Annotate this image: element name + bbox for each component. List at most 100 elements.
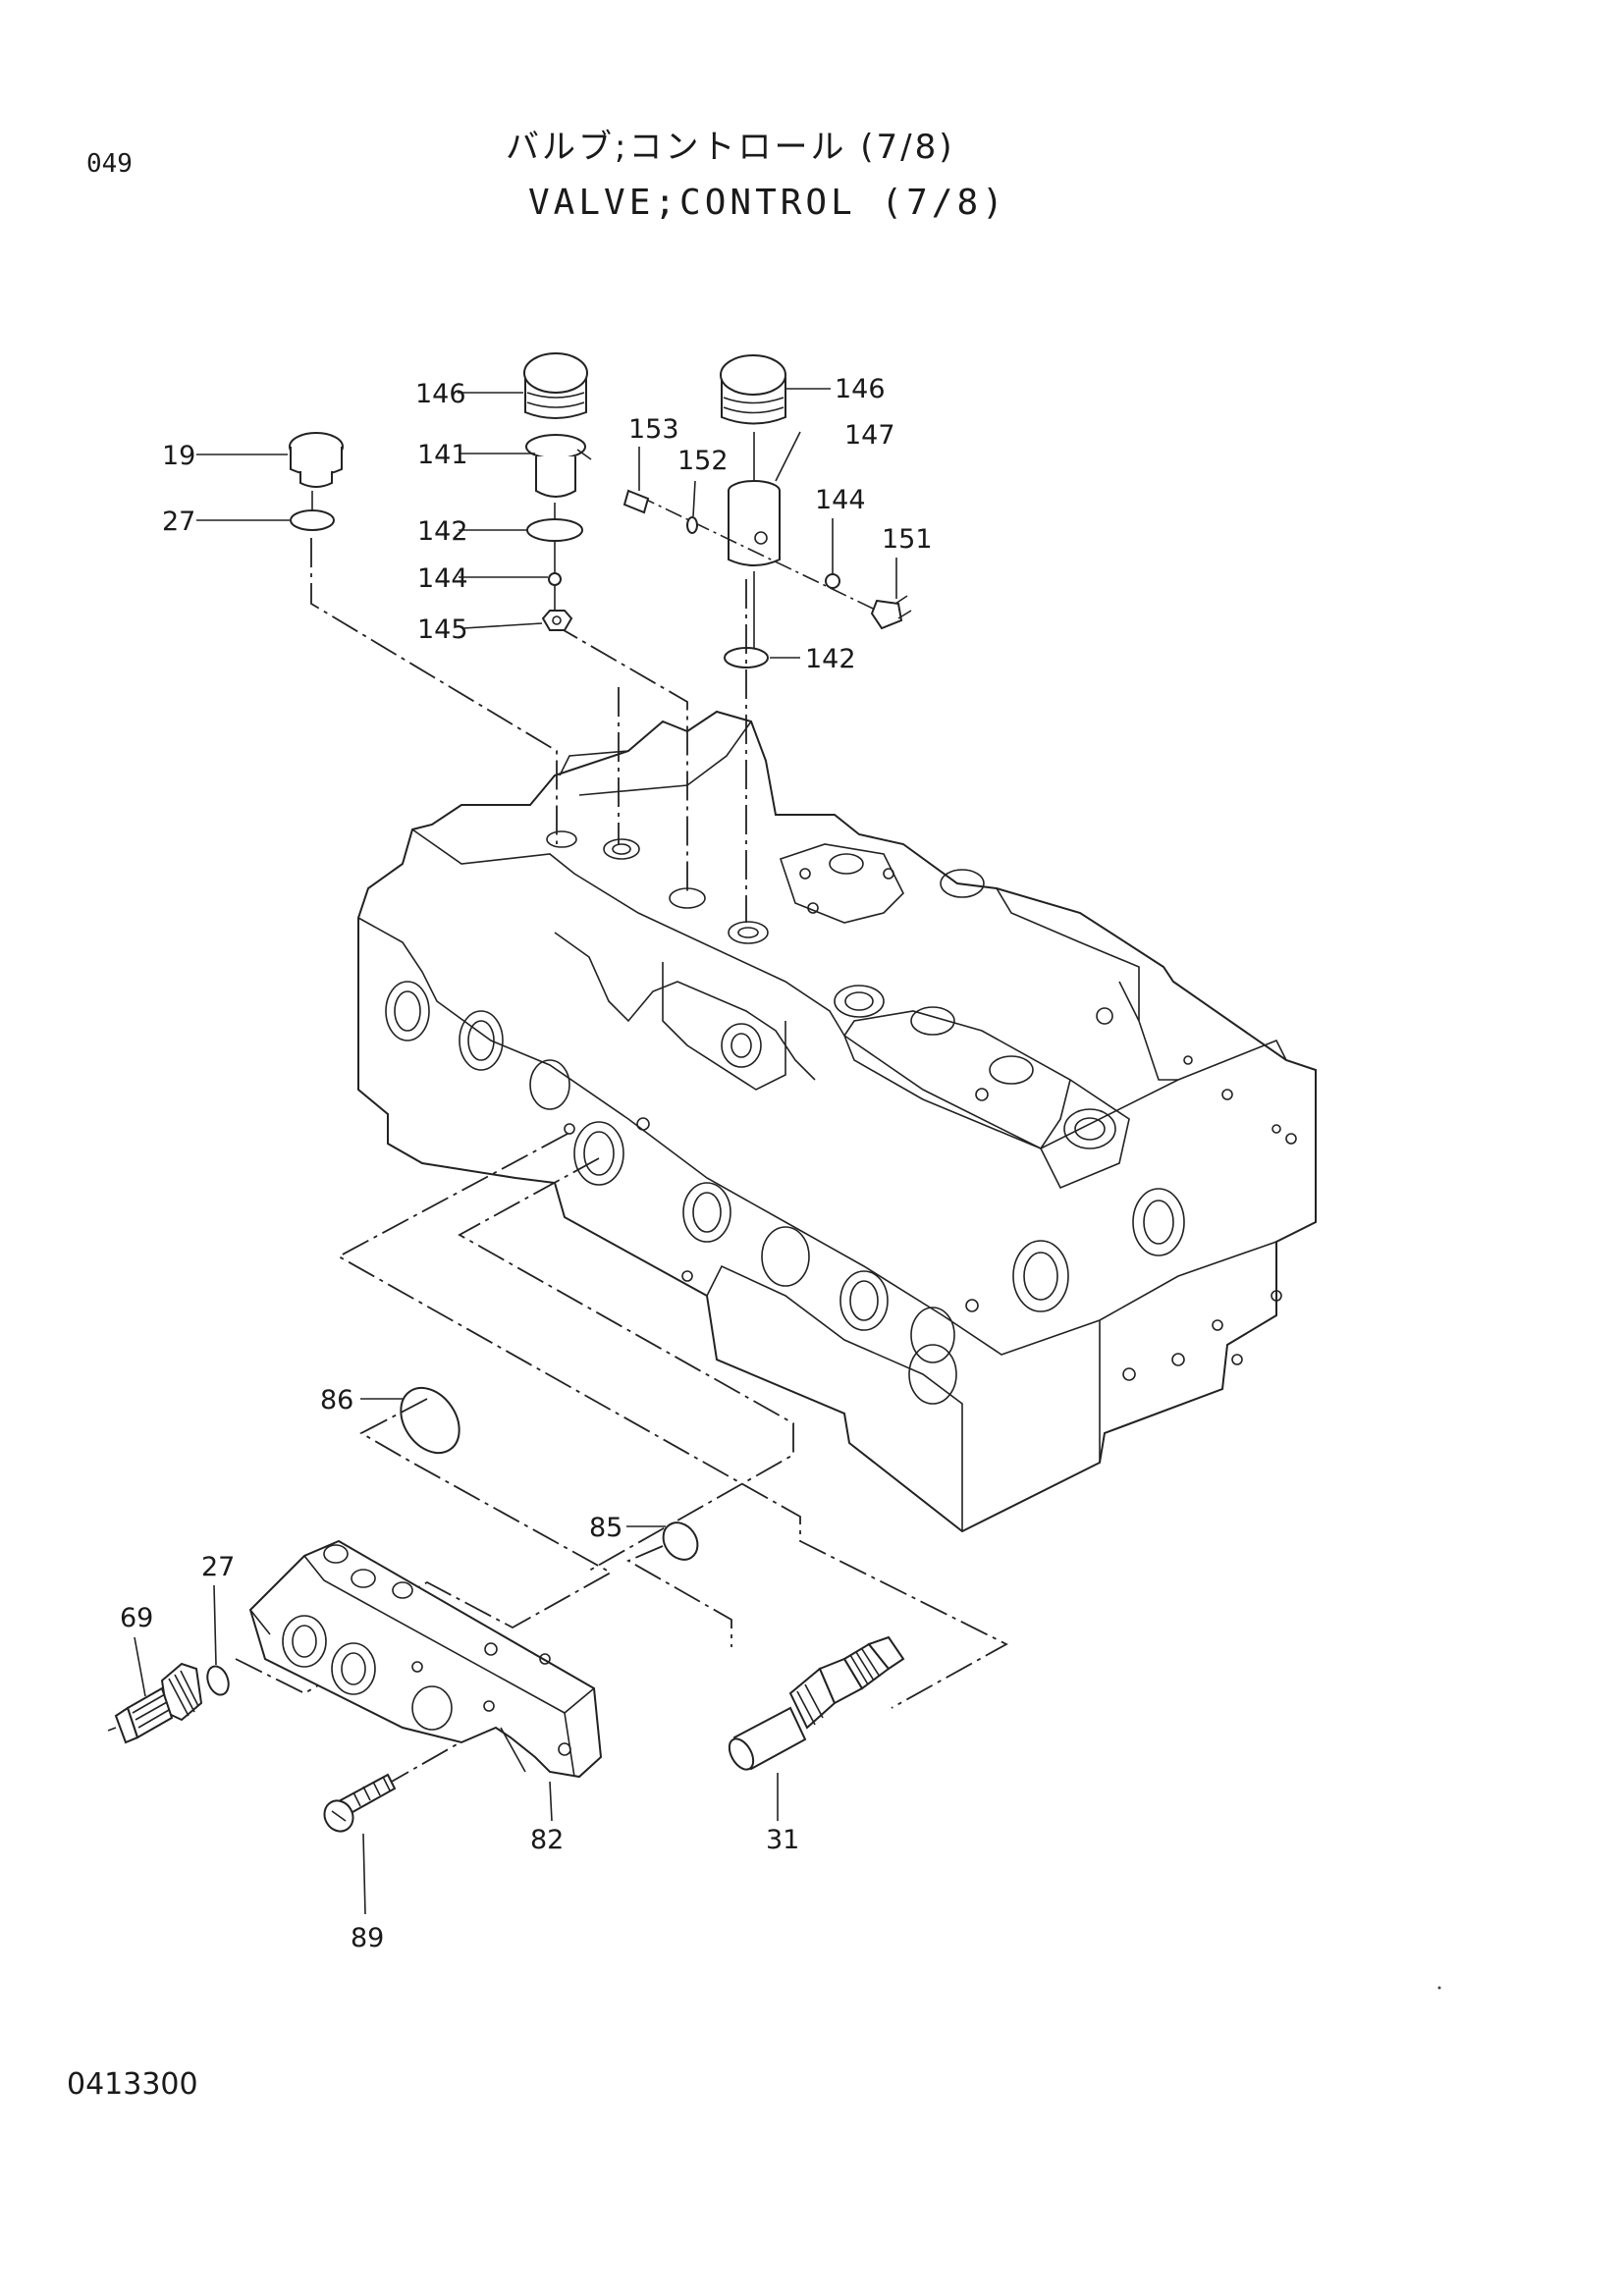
- callout-142-right: 142: [805, 644, 856, 674]
- side-port: [839, 1270, 889, 1331]
- callout-151: 151: [882, 524, 933, 555]
- top-port: [603, 838, 640, 860]
- callout-144-left: 144: [417, 563, 468, 594]
- part-153-screw: [622, 489, 650, 514]
- side-port: [721, 1023, 762, 1068]
- part-27-oring-lower: [206, 1665, 230, 1696]
- part-31-cartridge: [728, 1635, 905, 1771]
- callout-153: 153: [628, 414, 679, 445]
- part-146-plug-right: [720, 354, 786, 425]
- bolt-hole: [1231, 1354, 1243, 1365]
- part-147-body: [728, 431, 801, 566]
- bolt-hole: [1221, 1089, 1233, 1100]
- callout-85: 85: [589, 1513, 622, 1543]
- side-port: [682, 1182, 731, 1243]
- axis-line-diagonal: [637, 495, 894, 619]
- side-port: [459, 1010, 504, 1071]
- part-69-relief-valve: [107, 1662, 203, 1744]
- right-raised-block-side: [1040, 1079, 1130, 1190]
- callout-145: 145: [417, 614, 468, 645]
- dash-line-19: [310, 538, 558, 844]
- callout-31: 31: [766, 1825, 799, 1855]
- top-port: [737, 927, 759, 938]
- part-141-sleeve: [525, 434, 592, 498]
- top-port: [989, 1055, 1034, 1085]
- callout-146-right: 146: [835, 374, 886, 404]
- side-port: [394, 990, 421, 1032]
- bolt-hole: [975, 1088, 989, 1101]
- bolt-hole: [681, 1270, 693, 1282]
- callout-69: 69: [120, 1603, 153, 1633]
- side-port: [730, 1033, 752, 1058]
- part-89-bolt: [323, 1773, 397, 1833]
- top-port: [910, 1006, 955, 1036]
- part-27-oring-top: [290, 509, 335, 531]
- right-raised-block: [843, 1010, 1071, 1149]
- upper-block-left: [559, 721, 752, 796]
- side-port: [761, 1226, 810, 1287]
- side-port: [1132, 1188, 1185, 1256]
- center-block: [554, 932, 816, 1081]
- part-19-plug: [289, 432, 344, 488]
- top-port: [728, 921, 769, 944]
- bolt-hole: [1212, 1319, 1223, 1331]
- dash-line-89: [382, 1707, 521, 1788]
- right-rear-block: [1118, 981, 1178, 1081]
- part-146-plug-left: [523, 352, 588, 419]
- side-port: [1063, 1108, 1116, 1149]
- callout-27-top: 27: [162, 507, 195, 537]
- part-142-oring-left: [526, 518, 583, 542]
- bolt-hole: [1271, 1290, 1282, 1302]
- side-port: [573, 1121, 624, 1186]
- side-port: [692, 1192, 722, 1233]
- side-port: [583, 1131, 615, 1176]
- bolt-hole: [807, 902, 819, 914]
- control-valve-body: [357, 710, 1317, 1533]
- bolt-hole: [1122, 1367, 1136, 1381]
- bolt-hole: [883, 868, 894, 880]
- side-port: [1143, 1200, 1174, 1245]
- bolt-hole: [1271, 1124, 1281, 1134]
- side-port: [1023, 1252, 1058, 1301]
- title-japanese: バルブ;コントロール (7/8): [506, 128, 955, 167]
- top-port: [834, 985, 885, 1018]
- callout-144-right: 144: [815, 485, 866, 515]
- top-port: [546, 830, 577, 848]
- top-port: [612, 843, 631, 855]
- bolt-hole: [965, 1299, 979, 1312]
- top-port: [940, 869, 985, 898]
- page-number: 049: [86, 149, 133, 179]
- part-152-ring: [686, 516, 698, 534]
- part-145-nut: [541, 610, 573, 631]
- dash-line-82: [458, 1157, 794, 1572]
- top-port: [669, 887, 706, 909]
- part-86-oring: [400, 1386, 460, 1455]
- valve-body-lower-edge: [706, 1264, 963, 1531]
- part-144-ball-right: [825, 573, 840, 589]
- callout-142-left: 142: [417, 516, 468, 547]
- dash-line-85: [625, 1545, 732, 1647]
- side-port: [1012, 1240, 1069, 1312]
- callout-numbers: 146 141 142 144 145 19 27 146 153 152 14…: [120, 374, 933, 1953]
- drawing-number: 0413300: [67, 2067, 198, 2102]
- valve-body-top-edge: [411, 828, 1287, 1149]
- side-port: [385, 981, 430, 1041]
- bolt-hole: [1285, 1133, 1297, 1145]
- rear-port-flange: [779, 843, 904, 924]
- side-port: [849, 1280, 879, 1321]
- part-151-bolt: [870, 595, 912, 630]
- callout-141: 141: [417, 440, 468, 470]
- callout-152: 152: [677, 446, 729, 476]
- callout-19: 19: [162, 441, 195, 471]
- side-port: [529, 1059, 570, 1110]
- bolt-hole: [636, 1117, 650, 1131]
- valve-body-front-edge: [357, 917, 1277, 1356]
- side-port: [908, 1344, 957, 1405]
- dash-line-31: [337, 1133, 1008, 1709]
- valve-body-outline: [357, 710, 1317, 1533]
- side-port: [1074, 1117, 1106, 1141]
- bolt-hole: [564, 1123, 575, 1135]
- callout-89: 89: [351, 1923, 384, 1953]
- part-142-oring-right: [724, 647, 769, 668]
